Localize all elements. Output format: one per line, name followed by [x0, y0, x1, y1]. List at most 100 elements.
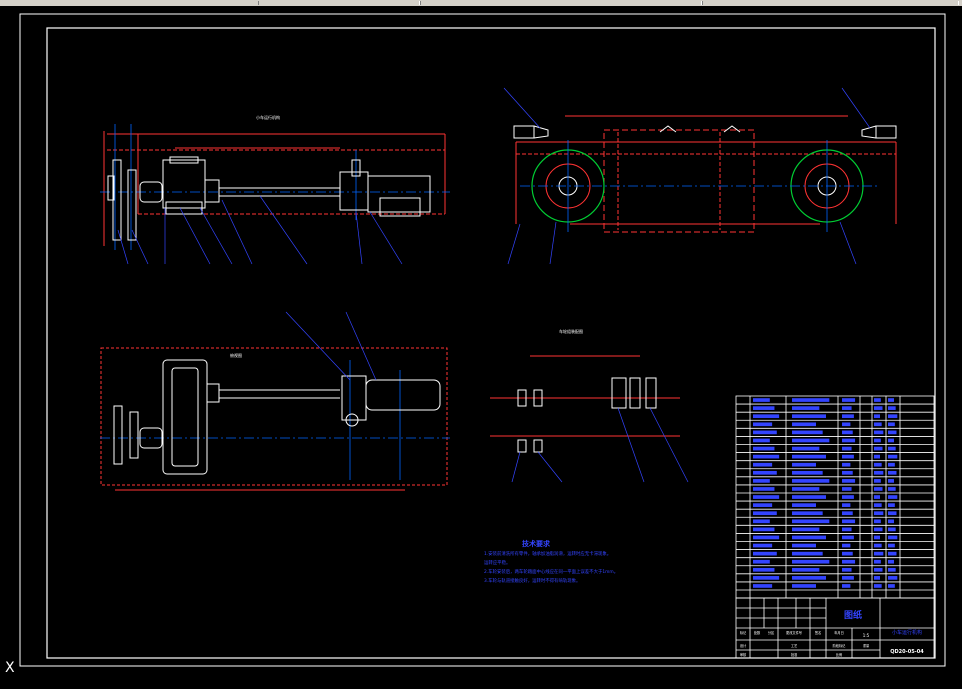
parts-list-cell-mark [753, 430, 777, 435]
parts-list-cell-mark [888, 438, 894, 443]
parts-list-cell-mark [753, 454, 780, 459]
plan-view-dimensions [100, 347, 448, 491]
parts-list-cell-mark [888, 495, 898, 499]
parts-list-cell-mark [874, 519, 881, 524]
parts-list-cell-mark [842, 527, 852, 532]
front-view-centerlines [100, 124, 450, 250]
parts-list-cell-mark [753, 462, 773, 467]
technical-requirements: 技术要求 1.安装前清洗所有零件，轴承加油脂润滑，运转时应无卡滞现象。 运转应平… [484, 539, 618, 584]
parts-list-cell-mark [888, 519, 894, 524]
parts-list-cell-mark [874, 495, 880, 499]
title-block-sign-label: 签名 [815, 630, 821, 635]
title-block-company: 图纸 [844, 609, 862, 621]
parts-list-cell-mark [874, 406, 883, 410]
parts-list-cell-mark [792, 470, 823, 475]
parts-list-cell-mark [792, 446, 820, 451]
title-block [735, 597, 935, 659]
parts-list-table [735, 395, 935, 599]
side-view-centerlines [520, 140, 880, 232]
parts-list-cell-mark [874, 559, 881, 564]
parts-list-cell-mark [792, 543, 816, 548]
parts-list-cell-mark [792, 576, 826, 580]
parts-list-cell-mark [753, 551, 777, 556]
parts-list-cell-mark [842, 414, 854, 419]
parts-list-cell-mark [842, 454, 854, 459]
plan-view-centerlines [100, 360, 450, 480]
title-block-row-labels: 设计 审核 工艺 批准 [740, 643, 798, 657]
plan-view-geometry [113, 359, 441, 475]
parts-list-cell-mark [842, 559, 856, 564]
title-block-sign-label: 更改文件号 [786, 630, 802, 635]
title-block-row-label: 设计 [740, 643, 747, 648]
parts-list-cell-mark [842, 406, 852, 410]
parts-list-cell-mark [792, 414, 826, 419]
parts-list-cell-mark [753, 446, 775, 451]
parts-list-cell-mark [753, 406, 775, 410]
parts-list-cell-mark [753, 527, 775, 532]
drawing-canvas[interactable]: 小车运行机构 [0, 6, 962, 689]
drawing-frame [19, 13, 946, 667]
plan-view[interactable]: 俯视图 [100, 311, 450, 491]
parts-list-cell-mark [792, 438, 830, 443]
parts-list-cell-mark [888, 511, 897, 516]
parts-list-cell-mark [792, 479, 830, 483]
parts-list-cell-mark [888, 559, 894, 564]
parts-list-cell-mark [753, 479, 770, 483]
parts-list-cell-mark [792, 519, 830, 524]
parts-list-cell-mark [842, 535, 854, 540]
title-block-scale-label: 重量 [863, 643, 870, 648]
parts-list-cell-mark [792, 406, 820, 410]
parts-list-cell-mark [874, 576, 880, 580]
front-view[interactable]: 小车运行机构 [100, 114, 450, 265]
parts-list-cell-mark [842, 503, 851, 507]
parts-list-cell-mark [842, 551, 853, 556]
tech-req-item: 2.车轮安装后，两车轮踏面中心线应在同一平面上误差不大于1mm。 [484, 568, 618, 575]
parts-list-cell-mark [888, 543, 895, 548]
parts-list-cell-mark [874, 422, 882, 427]
title-block-scale-label: 阶段标记 [833, 643, 847, 648]
parts-list-cell-mark [753, 535, 780, 540]
parts-list-cell-mark [842, 567, 852, 572]
parts-list-cell-mark [792, 559, 830, 564]
parts-list-cell-mark [888, 430, 897, 435]
parts-list-cell-mark [792, 535, 826, 540]
parts-list-cell-mark [874, 511, 884, 516]
parts-list-cell-mark [874, 462, 882, 467]
title-block-scale-labels: 阶段标记 重量 比例 [833, 643, 870, 657]
parts-list-cell-mark [888, 446, 896, 451]
parts-list-cell-mark [753, 519, 770, 524]
parts-list-cell-mark [792, 527, 820, 532]
wheel-detail-title: 车轮组装配图 [559, 328, 583, 334]
parts-list-cell-mark [874, 535, 880, 540]
parts-list-cell-mark [874, 430, 884, 435]
front-view-geometry [107, 156, 431, 241]
toolbar-separator [420, 1, 702, 5]
parts-list-cell-mark [842, 446, 852, 451]
tech-req-item: 运转应平稳。 [484, 559, 510, 566]
parts-list-cell-mark [874, 551, 884, 556]
parts-list-cells [753, 398, 898, 588]
parts-list-cell-mark [842, 462, 851, 467]
parts-list-cell-mark [874, 414, 880, 419]
title-block-sign-label: 分区 [768, 630, 775, 635]
parts-list-cell-mark [792, 503, 816, 507]
parts-list-cell-mark [753, 576, 780, 580]
side-view[interactable] [503, 87, 897, 265]
parts-list-cell-mark [888, 479, 894, 483]
parts-list-cell-mark [874, 503, 882, 507]
title-block-scale-label: 比例 [836, 652, 842, 657]
parts-list-cell-mark [792, 495, 826, 499]
plan-view-leaders [285, 311, 377, 381]
parts-list-cell-mark [753, 511, 777, 516]
parts-list-cell-mark [753, 543, 773, 548]
wheel-detail[interactable]: 车轮组装配图 [490, 328, 689, 483]
parts-list-cell-mark [792, 567, 820, 572]
parts-list-cell-mark [888, 454, 898, 459]
parts-list-cell-mark [874, 438, 881, 443]
parts-list-cell-mark [792, 430, 823, 435]
wheel-detail-geometry [517, 377, 657, 453]
title-block-stage: 1:5 [863, 633, 870, 638]
title-block-row-label: 工艺 [791, 643, 797, 648]
title-block-sign-label: 处数 [754, 630, 761, 635]
parts-list-cell-mark [753, 584, 773, 588]
